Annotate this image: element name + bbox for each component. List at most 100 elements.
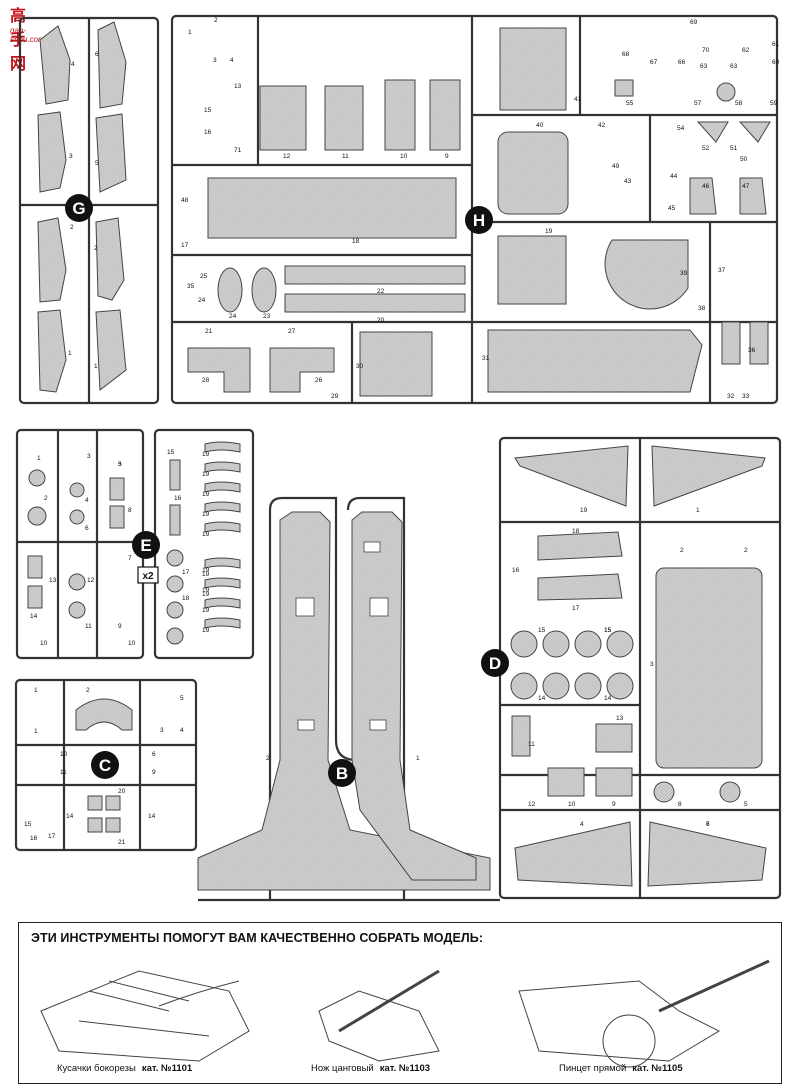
sprue-d-parts (510, 445, 767, 887)
part-number: 19 (580, 507, 588, 514)
part-number: 1 (416, 755, 420, 762)
part-number: 14 (66, 813, 74, 820)
part-number: 4 (230, 57, 234, 64)
part-number: 45 (668, 205, 676, 212)
part-number: 47 (742, 183, 750, 190)
multiplier-box (137, 566, 159, 584)
part-number: 36 (748, 347, 756, 354)
part-number: 16 (174, 495, 182, 502)
part-number: 18 (572, 528, 580, 535)
part-number: 23 (263, 313, 271, 320)
part-number: 3 (160, 727, 164, 734)
tools-illustrations (40, 959, 770, 1068)
part-number: 50 (740, 156, 748, 163)
side-cutters-illustration (40, 970, 250, 1062)
part-number: 5 (180, 695, 184, 702)
sprue-e-letter: E (140, 536, 151, 555)
sprue-c-badge (91, 751, 119, 779)
part-number: 3 (118, 461, 122, 468)
part-number: 13 (616, 715, 624, 722)
tool-name: Пинцет прямой (559, 1063, 627, 1074)
part-number: 61 (772, 41, 780, 48)
part-number: 32 (727, 393, 735, 400)
part-number: 42 (598, 122, 606, 129)
part-number: 5 (95, 160, 99, 167)
sprue-d-letter: D (489, 654, 501, 673)
hobby-knife-illustration (318, 969, 440, 1062)
part-number: 35 (187, 283, 195, 290)
part-number: 2 (70, 224, 74, 231)
part-number: 57 (694, 100, 702, 107)
part-number: 15 (538, 627, 546, 634)
part-number: 6 (95, 51, 99, 58)
part-number: 17 (182, 569, 190, 576)
part-number: 24 (198, 297, 206, 304)
part-number: 12 (283, 153, 291, 160)
part-number: 24 (229, 313, 237, 320)
part-number: 19 (202, 587, 210, 594)
part-number: 26 (315, 377, 323, 384)
sprue-g-badge (65, 194, 93, 222)
part-number: 20 (377, 317, 385, 324)
part-number: 19 (202, 531, 210, 538)
watermark-name: 高手网 (10, 6, 27, 73)
part-number: 17 (572, 605, 580, 612)
tool-catalog: кат. №1101 (141, 1063, 193, 1074)
sprue-d-badge (481, 649, 509, 677)
part-number: 10 (60, 751, 68, 758)
part-number: 18 (352, 238, 360, 245)
sprue-c-letter: C (99, 756, 111, 775)
part-number: 6 (85, 525, 89, 532)
part-number: 9 (612, 801, 616, 808)
part-number: 8 (678, 801, 682, 808)
part-number: 9 (152, 769, 156, 776)
part-number: 3 (650, 661, 654, 668)
sprue-e-parts (27, 441, 241, 645)
part-number: 10 (128, 640, 136, 647)
part-number: 12 (528, 801, 536, 808)
part-number: 11 (60, 769, 67, 776)
part-number: 2 (94, 245, 98, 252)
part-number: 63 (730, 63, 738, 70)
sprue-b-letter: B (336, 764, 348, 783)
part-number: 1 (37, 455, 41, 462)
part-number: 19 (202, 511, 210, 518)
part-number: 30 (356, 363, 364, 370)
part-number: 31 (482, 355, 490, 362)
part-number: 14 (538, 695, 546, 702)
part-number: 11 (85, 623, 92, 630)
part-number: 1 (34, 687, 38, 694)
part-number: 16 (204, 129, 212, 136)
part-number: 60 (772, 59, 780, 66)
part-number: 21 (118, 839, 126, 846)
part-number: 19 (202, 591, 210, 598)
part-number: 17 (48, 833, 56, 840)
part-number: 12 (87, 577, 95, 584)
part-number: 4 (580, 821, 584, 828)
sprue-h-parts (187, 27, 771, 397)
part-number: 13 (49, 577, 57, 584)
part-number: 10 (400, 153, 408, 160)
part-number: 58 (735, 100, 743, 107)
part-number: 2 (214, 17, 218, 24)
part-number: 8 (128, 507, 132, 514)
sprue-c-parts (75, 698, 133, 833)
part-number: 14 (604, 695, 612, 702)
tweezers-illustration (518, 959, 770, 1068)
part-number: 40 (536, 122, 544, 129)
part-number: 16 (512, 567, 520, 574)
part-number: 7 (128, 555, 132, 562)
part-number: 19 (545, 228, 553, 235)
tool-catalog: кат. №1103 (379, 1063, 431, 1074)
part-number: 52 (702, 145, 710, 152)
part-number: 21 (205, 328, 213, 335)
part-number: 10 (568, 801, 576, 808)
part-number: 51 (730, 145, 738, 152)
sprue-g-letter: G (72, 199, 85, 218)
part-number: 15 (24, 821, 32, 828)
part-number: 4 (180, 727, 184, 734)
part-number: 68 (622, 51, 630, 58)
part-number: 48 (181, 197, 189, 204)
